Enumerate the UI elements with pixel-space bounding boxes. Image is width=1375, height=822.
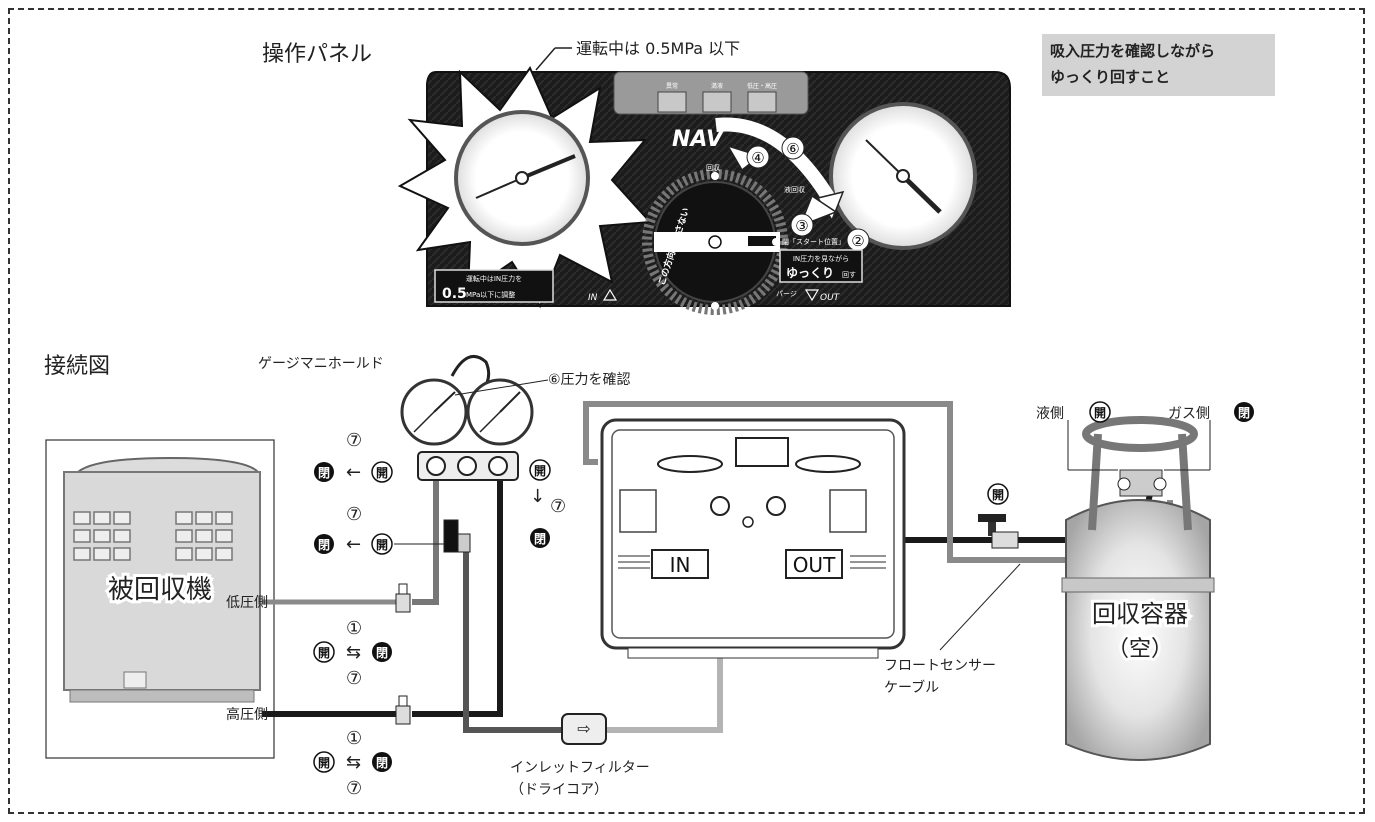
- knob-label-purge: パージ: [776, 290, 797, 298]
- left-info-box: 運転中はIN圧力を 0.5 MPa以下に調整: [434, 269, 554, 303]
- step-7-marker: ⑦: [346, 668, 362, 689]
- arrow-left-icon: ←: [346, 534, 361, 555]
- manifold-low-hose: [412, 478, 439, 605]
- step-7-marker: ⑦: [346, 778, 362, 799]
- right-info-box: IN圧力を見ながら ゆっくり 回す: [779, 249, 863, 283]
- check-pressure-label: ⑥圧力を確認: [548, 372, 631, 388]
- lamp-label: 満液: [711, 82, 723, 90]
- lamp-full: 満液: [702, 82, 732, 113]
- high-side-label: 高圧側: [226, 706, 268, 723]
- left-info-line2: MPa以下に調整: [466, 290, 515, 299]
- gauge-manifold: [400, 354, 534, 481]
- gas-closed-badge: 閉: [1238, 406, 1250, 420]
- knob-label-liquid: 液回収: [784, 185, 805, 194]
- knob-label-start: 閉「スタート位置」: [782, 237, 845, 246]
- swap-arrows-icon: ⇆: [346, 752, 361, 773]
- pressure-callout: 運転中は 0.5MPa 以下: [576, 39, 740, 58]
- recovery-tank: 回収容器 （空）: [1061, 416, 1215, 761]
- manifold-high-hose: [412, 478, 503, 717]
- open-badge: 開: [992, 488, 1004, 502]
- brand-logo: NAV: [672, 127, 725, 152]
- left-pressure-gauge: [454, 110, 590, 246]
- liquid-side-label: 液側: [1036, 406, 1064, 422]
- step-1-marker: ①: [346, 728, 362, 749]
- note-line-1: 吸入圧力を確認しながら: [1050, 42, 1216, 60]
- control-panel: 異常 満液 低圧・高圧 NAV 運転中は 0.5MPa 以: [397, 39, 1011, 315]
- open-badge: 開: [376, 538, 388, 552]
- instruction-note: 吸入圧力を確認しながら ゆっくり回すこと: [1042, 34, 1275, 96]
- connection-title: 接続図: [44, 354, 111, 379]
- gas-side-label: ガス側: [1168, 406, 1210, 422]
- swap-arrows-icon: ⇆: [346, 642, 361, 663]
- arrow-down-icon: ↓: [530, 486, 545, 507]
- inlet-filter: ⇨: [561, 713, 607, 745]
- float-sensor-label-1: フロートセンサー: [884, 658, 996, 674]
- step-3-marker: ③: [795, 217, 808, 235]
- closed-badge: 閉: [318, 466, 330, 480]
- tank-line-valve[interactable]: [978, 514, 1019, 549]
- right-info-big: ゆっくり: [786, 266, 834, 280]
- open-badge: 開: [376, 466, 388, 480]
- note-line-2: ゆっくり回すこと: [1050, 68, 1171, 86]
- filter-label-2: （ドライコア）: [510, 782, 608, 798]
- lamp-pressure: 低圧・高圧: [747, 82, 777, 113]
- panel-in-label: IN: [588, 293, 598, 303]
- out-triangle-icon: [804, 289, 820, 302]
- float-sensor-label-2: ケーブル: [884, 679, 939, 696]
- closed-badge: 閉: [376, 756, 388, 770]
- step-1-marker: ①: [346, 618, 362, 639]
- recovery-machine: IN OUT: [600, 418, 906, 659]
- manifold-side-valve[interactable]: [443, 519, 471, 553]
- gauge-manifold-label: ゲージマニホールド: [258, 356, 384, 372]
- in-triangle-icon: [602, 288, 618, 301]
- step-6-marker: ⑥: [786, 140, 799, 158]
- step-7-marker: ⑦: [550, 496, 566, 517]
- step-4-marker: ④: [751, 149, 764, 167]
- lamp-label: 低圧・高圧: [747, 82, 777, 90]
- step-2-marker: ②: [851, 232, 864, 250]
- filter-arrow-icon: ⇨: [577, 719, 590, 738]
- open-badge: 開: [318, 756, 330, 770]
- step-7-marker: ⑦: [346, 430, 362, 451]
- right-info-small: 回す: [842, 271, 856, 279]
- low-side-label: 低圧側: [226, 595, 268, 611]
- operation-knob[interactable]: [642, 169, 788, 315]
- liquid-open-badge: 開: [1094, 406, 1106, 420]
- machine-in-label: IN: [670, 553, 691, 577]
- arrow-left-icon: ←: [346, 462, 361, 483]
- machine-out-label: OUT: [793, 553, 836, 577]
- high-side-valve[interactable]: [395, 695, 411, 725]
- closed-badge: 閉: [318, 538, 330, 552]
- filter-label-1: インレットフィルター: [510, 760, 650, 776]
- recovered-unit: 被回収機: [45, 439, 275, 759]
- lamp-label: 異常: [666, 82, 678, 90]
- tank-label-1: 回収容器: [1092, 600, 1188, 628]
- lamp-abnormal: 異常: [657, 82, 687, 113]
- panel-title: 操作パネル: [262, 42, 373, 67]
- closed-badge: 閉: [376, 646, 388, 660]
- tank-label-2: （空）: [1107, 637, 1173, 662]
- manifold-center-hose: [463, 540, 562, 733]
- open-badge: 開: [318, 646, 330, 660]
- left-info-line1: 運転中はIN圧力を: [466, 274, 522, 283]
- closed-badge: 閉: [534, 532, 546, 546]
- left-info-big: 0.5: [442, 286, 467, 302]
- right-pressure-gauge: [829, 102, 977, 250]
- step-7-marker: ⑦: [346, 504, 362, 525]
- diagram-frame: [8, 8, 1365, 814]
- open-badge: 開: [534, 464, 546, 478]
- knob-label-recover: 回収: [706, 164, 720, 172]
- right-info-line1: IN圧力を見ながら: [793, 254, 849, 263]
- panel-out-label: OUT: [820, 293, 841, 303]
- low-side-valve[interactable]: [395, 583, 411, 613]
- unit-label: 被回収機: [108, 575, 212, 605]
